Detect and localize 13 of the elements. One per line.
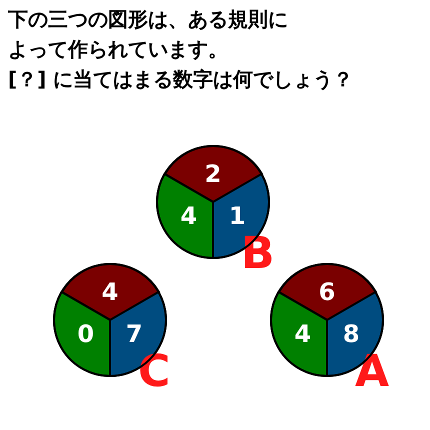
number-text: 4 [294, 322, 312, 346]
title: 下の三つの図形は、ある規則によって作られています。 [8, 6, 289, 63]
number-text: 4 [180, 204, 198, 228]
number-text: 2 [204, 162, 222, 186]
number-text: 7 [126, 322, 143, 346]
number-text: 6 [318, 280, 336, 304]
number-text: 0 [77, 322, 94, 346]
figure-letter: A [355, 350, 390, 394]
question-text: [？] に当てはまる数字は何でしょう？ [8, 66, 354, 93]
number-text: 1 [228, 204, 246, 228]
number-text: 8 [342, 322, 360, 346]
number-text: 4 [102, 280, 118, 304]
figure-letter: B [241, 232, 275, 276]
